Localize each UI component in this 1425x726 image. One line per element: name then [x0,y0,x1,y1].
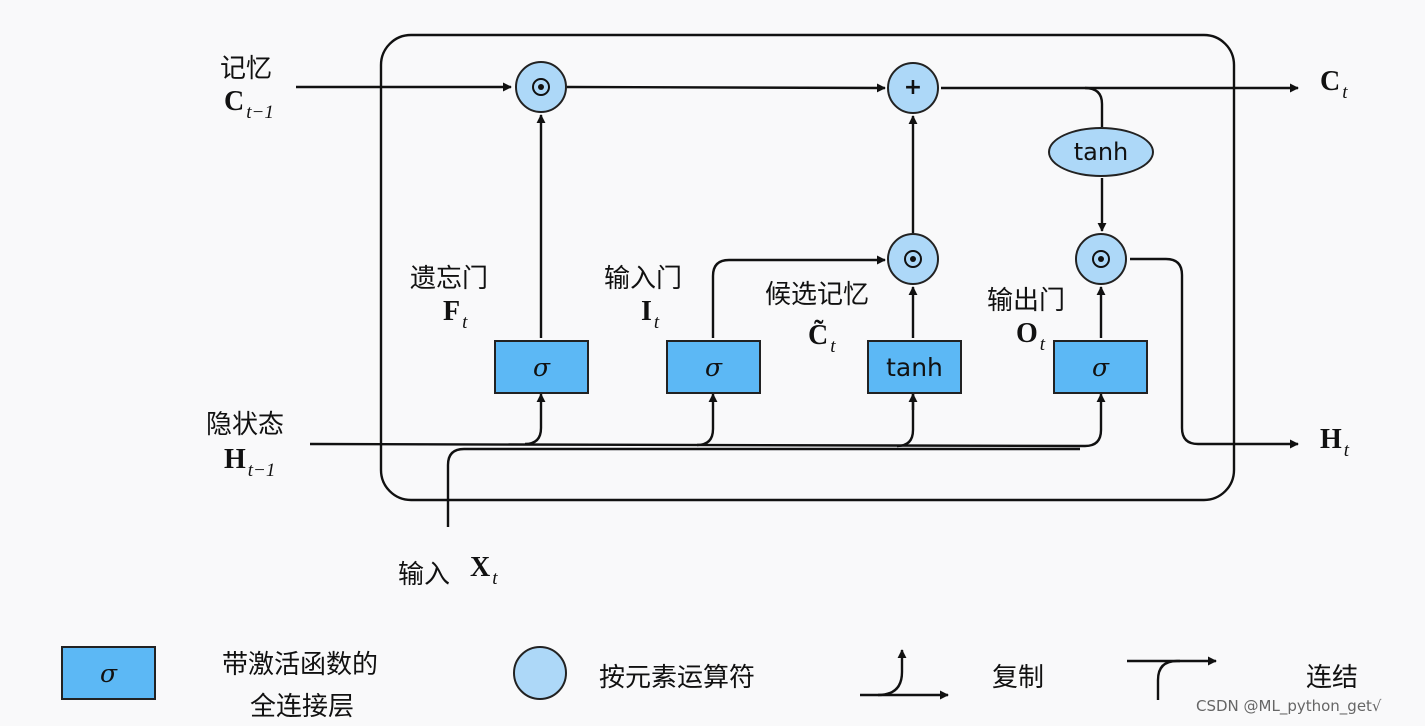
forget-gate-block: σ [494,340,589,394]
hadamard-icon [904,250,922,268]
input-gate-label: 输入门 [604,264,683,294]
h-out-arrow [1130,257,1299,449]
h-branch-candidate [896,394,915,448]
candidate-memory-label: 候选记忆 [765,280,870,310]
plus-operator: + [887,62,939,114]
output-gate-block: σ [1053,340,1148,394]
output-multiply-operator [1075,233,1127,285]
h-branch-input [696,393,718,447]
legend-copy-label: 复制 [992,663,1045,693]
input-gate-block: σ [666,340,761,394]
legend-fc-label-2: 全连接层 [250,692,355,722]
forget-gate-label: 遗忘门 [410,264,489,294]
watermark: CSDN @ML_python_get√ [1196,697,1382,715]
input-label: 输入 [398,560,451,590]
memory-label: 记忆 [220,54,273,84]
forget-multiply-operator [515,61,567,113]
c-tilde-symbol: C̃t [808,320,836,357]
output-gate-label: 输出门 [987,286,1066,316]
legend-fc-label-1: 带激活函数的 [222,650,379,680]
h-prev-line [309,393,1106,448]
lstm-cell-boundary [379,33,1236,502]
legend-elementwise-icon [513,646,567,700]
hadamard-icon [1092,250,1110,268]
candidate-tanh-block: tanh [867,340,962,394]
c-to-tanh-line [1084,86,1104,127]
c-forget-to-plus-arrow [566,83,886,93]
hadamard-icon [532,78,550,96]
legend-elementwise-label: 按元素运算符 [599,663,756,693]
legend-concat-icon [1156,656,1217,700]
cell-tanh-ellipse: tanh [1048,127,1154,177]
input-gate-arrow [711,255,886,338]
h-branch-forget [524,393,546,446]
hidden-state-label: 隐状态 [206,410,285,440]
legend-fc-block: σ [61,646,156,700]
legend-concat-label: 连结 [1306,663,1359,693]
x-input-line [446,447,1080,527]
candidate-multiply-operator [887,233,939,285]
